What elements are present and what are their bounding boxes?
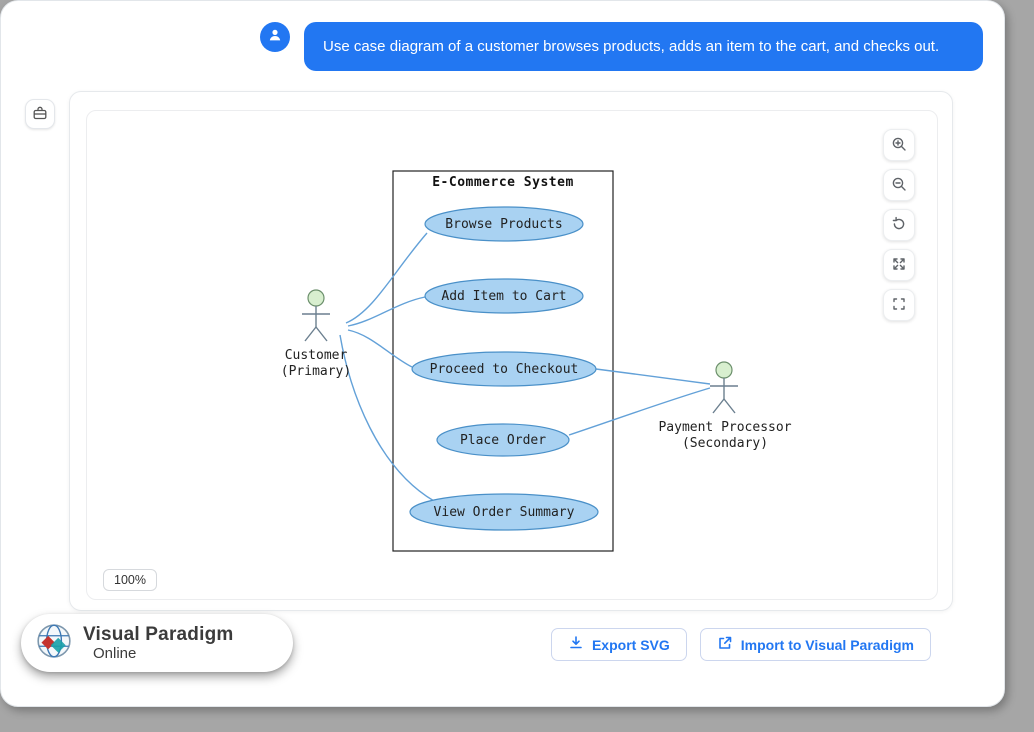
app-window: Use case diagram of a customer browses p… (0, 0, 1005, 707)
fit-screen-icon (891, 256, 907, 275)
zoom-level-badge: 100% (103, 569, 157, 591)
actor-customer[interactable]: Customer (Primary) (281, 289, 351, 379)
zoom-out-button[interactable] (883, 169, 915, 201)
zoom-in-icon (891, 136, 907, 155)
connector-payment-checkout[interactable] (595, 368, 711, 385)
svg-text:Customer: Customer (285, 348, 348, 363)
zoom-in-button[interactable] (883, 129, 915, 161)
system-title: E-Commerce System (432, 175, 574, 190)
svg-text:(Secondary): (Secondary) (682, 436, 768, 451)
reset-view-button[interactable] (883, 209, 915, 241)
zoom-out-icon (891, 176, 907, 195)
import-to-visual-paradigm-button[interactable]: Import to Visual Paradigm (699, 628, 931, 661)
connector-customer-summary[interactable] (339, 334, 435, 502)
svg-text:Proceed to Checkout: Proceed to Checkout (430, 362, 579, 377)
prompt-text: Use case diagram of a customer browses p… (323, 38, 940, 55)
fullscreen-icon (891, 296, 907, 315)
diagram-panel: Browse Products Add Item to Cart Proceed… (69, 91, 953, 611)
footer-actions: Export SVG Import to Visual Paradigm (550, 628, 931, 661)
user-avatar (260, 22, 290, 52)
briefcase-icon (32, 105, 48, 124)
svg-text:Place Order: Place Order (460, 433, 546, 448)
svg-text:(Primary): (Primary) (281, 364, 351, 379)
globe-logo-icon (35, 622, 73, 665)
visual-paradigm-logo[interactable]: Visual Paradigm Online (21, 614, 293, 672)
canvas-toolbar (883, 129, 915, 321)
user-icon (267, 27, 283, 48)
svg-text:Add Item to Cart: Add Item to Cart (441, 289, 566, 304)
toolbox-button[interactable] (25, 99, 55, 129)
connector-payment-placeorder[interactable] (568, 387, 711, 436)
use-case-proceed-to-checkout[interactable]: Proceed to Checkout (411, 351, 597, 387)
export-svg-label: Export SVG (591, 636, 670, 653)
logo-line1: Visual Paradigm (83, 624, 234, 645)
download-icon (568, 635, 584, 654)
export-svg-button[interactable]: Export SVG (550, 628, 687, 661)
actor-payment-processor[interactable]: Payment Processor (Secondary) (658, 361, 792, 451)
use-case-place-order[interactable]: Place Order (436, 423, 570, 457)
svg-text:Browse Products: Browse Products (445, 217, 562, 232)
svg-text:View Order Summary: View Order Summary (434, 505, 575, 520)
fit-screen-button[interactable] (883, 249, 915, 281)
use-case-view-order-summary[interactable]: View Order Summary (409, 493, 599, 531)
connector-customer-additem[interactable] (347, 296, 426, 327)
use-case-add-item-to-cart[interactable]: Add Item to Cart (424, 278, 584, 314)
connector-customer-browse[interactable] (345, 232, 428, 324)
use-case-browse-products[interactable]: Browse Products (424, 206, 584, 242)
import-label: Import to Visual Paradigm (740, 636, 914, 653)
prompt-banner: Use case diagram of a customer browses p… (304, 22, 983, 71)
reset-view-icon (891, 216, 907, 235)
connector-customer-checkout[interactable] (347, 329, 413, 368)
logo-line2: Online (93, 645, 137, 662)
use-case-diagram: Browse Products Add Item to Cart Proceed… (281, 170, 792, 552)
external-link-icon (717, 635, 733, 654)
logo-text: Visual Paradigm Online (83, 624, 234, 662)
fullscreen-button[interactable] (883, 289, 915, 321)
svg-text:Payment Processor: Payment Processor (658, 420, 791, 435)
diagram-canvas[interactable]: Browse Products Add Item to Cart Proceed… (86, 110, 938, 600)
